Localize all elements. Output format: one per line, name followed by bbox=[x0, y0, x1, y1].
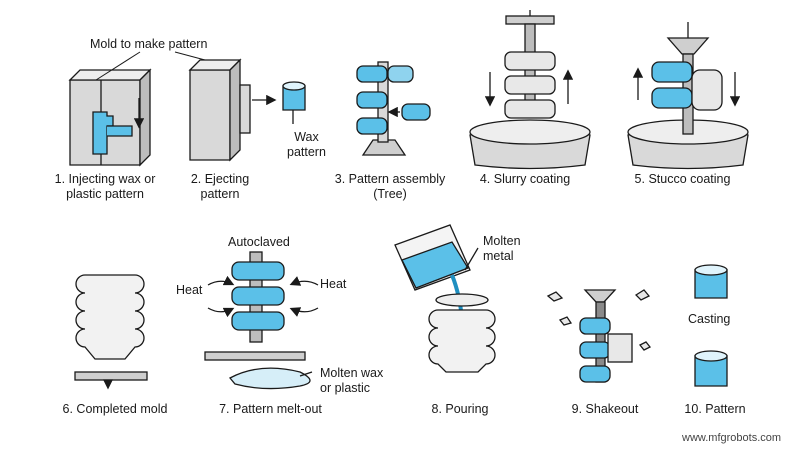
step-3-line1: 3. Pattern assembly bbox=[334, 172, 446, 186]
step-10-line1: 10. Pattern bbox=[684, 402, 746, 416]
step-5-line1: 5. Stucco coating bbox=[634, 172, 731, 186]
step-6-line1: 6. Completed mold bbox=[62, 402, 168, 416]
step-8-line1: 8. Pouring bbox=[431, 402, 489, 416]
step5-stucco-illustration bbox=[627, 22, 749, 170]
step-5-caption: 5. Stucco coating bbox=[625, 172, 740, 187]
step-7-line1: 7. Pattern melt-out bbox=[219, 402, 322, 416]
heat-right-label: Heat bbox=[320, 277, 347, 291]
step-2-line1: 2. Ejecting bbox=[190, 172, 250, 186]
wax-label-line2: pattern bbox=[287, 145, 326, 159]
step-8-caption: 8. Pouring bbox=[420, 402, 500, 417]
molten-metal-line1: Molten bbox=[483, 234, 521, 248]
molten-wax-line2: or plastic bbox=[320, 381, 371, 395]
step8-pouring-illustration bbox=[394, 224, 496, 373]
autoclaved-label: Autoclaved bbox=[228, 235, 290, 249]
mold-pointer-line-1 bbox=[95, 51, 141, 81]
casting-label: Casting bbox=[688, 312, 731, 326]
step10-casting-illustration bbox=[694, 264, 728, 387]
step4-slurry-illustration bbox=[469, 10, 591, 170]
step-10-caption: 10. Pattern bbox=[670, 402, 760, 417]
wax-label-line1: Wax bbox=[294, 130, 319, 144]
step2-eject-illustration bbox=[188, 58, 306, 162]
step-9-line1: 9. Shakeout bbox=[571, 402, 639, 416]
step-3-caption: 3. Pattern assembly(Tree) bbox=[325, 172, 455, 202]
step-4-line1: 4. Slurry coating bbox=[479, 172, 571, 186]
step7-meltout-illustration bbox=[204, 251, 319, 390]
molten-metal-line2: metal bbox=[483, 249, 514, 263]
step-4-caption: 4. Slurry coating bbox=[470, 172, 580, 187]
step-2-line2: pattern bbox=[200, 187, 240, 201]
step-3-line2: (Tree) bbox=[373, 187, 407, 201]
molten-wax-line1: Molten wax bbox=[320, 366, 384, 380]
step-1-line2: plastic pattern bbox=[66, 187, 144, 201]
step3-tree-illustration bbox=[356, 61, 431, 156]
heat-left-label: Heat bbox=[176, 283, 203, 297]
mold-to-make-pattern-label: Mold to make pattern bbox=[90, 37, 208, 51]
step9-shakeout-illustration bbox=[546, 289, 652, 383]
step-6-caption: 6. Completed mold bbox=[50, 402, 180, 417]
step-7-caption: 7. Pattern melt-out bbox=[208, 402, 333, 417]
mold-pointer-line-2 bbox=[174, 51, 206, 61]
step6-mold-illustration bbox=[74, 274, 148, 390]
step1-mold-illustration bbox=[68, 68, 152, 167]
step-1-line1: 1. Injecting wax or bbox=[54, 172, 156, 186]
step-9-caption: 9. Shakeout bbox=[555, 402, 655, 417]
watermark: www.mfgrobots.com bbox=[682, 432, 782, 444]
